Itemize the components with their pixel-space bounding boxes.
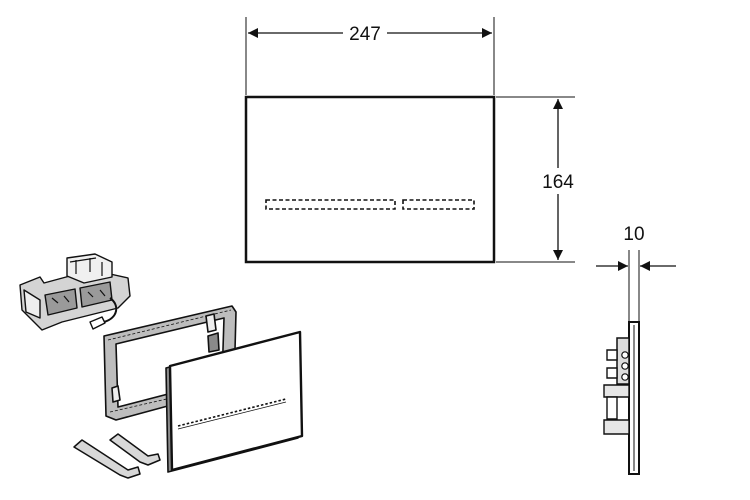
front-view bbox=[244, 95, 496, 264]
sensor-window-right bbox=[402, 199, 475, 210]
front-view-plate bbox=[244, 95, 496, 264]
control-module bbox=[19, 253, 131, 331]
thickness-dimension: 10 bbox=[596, 224, 676, 322]
side-view-mount bbox=[616, 337, 630, 385]
thickness-dimension-label: 10 bbox=[623, 224, 644, 245]
height-dimension: 164 bbox=[496, 96, 580, 263]
height-dimension-label: 164 bbox=[542, 172, 574, 193]
fixing-clips bbox=[73, 433, 161, 479]
width-dimension-label: 247 bbox=[349, 24, 381, 45]
width-dimension: 247 bbox=[245, 17, 495, 95]
sensor-window-left bbox=[265, 199, 396, 210]
perspective-plate bbox=[165, 330, 304, 473]
side-view bbox=[603, 321, 640, 475]
exploded-view bbox=[19, 253, 304, 479]
